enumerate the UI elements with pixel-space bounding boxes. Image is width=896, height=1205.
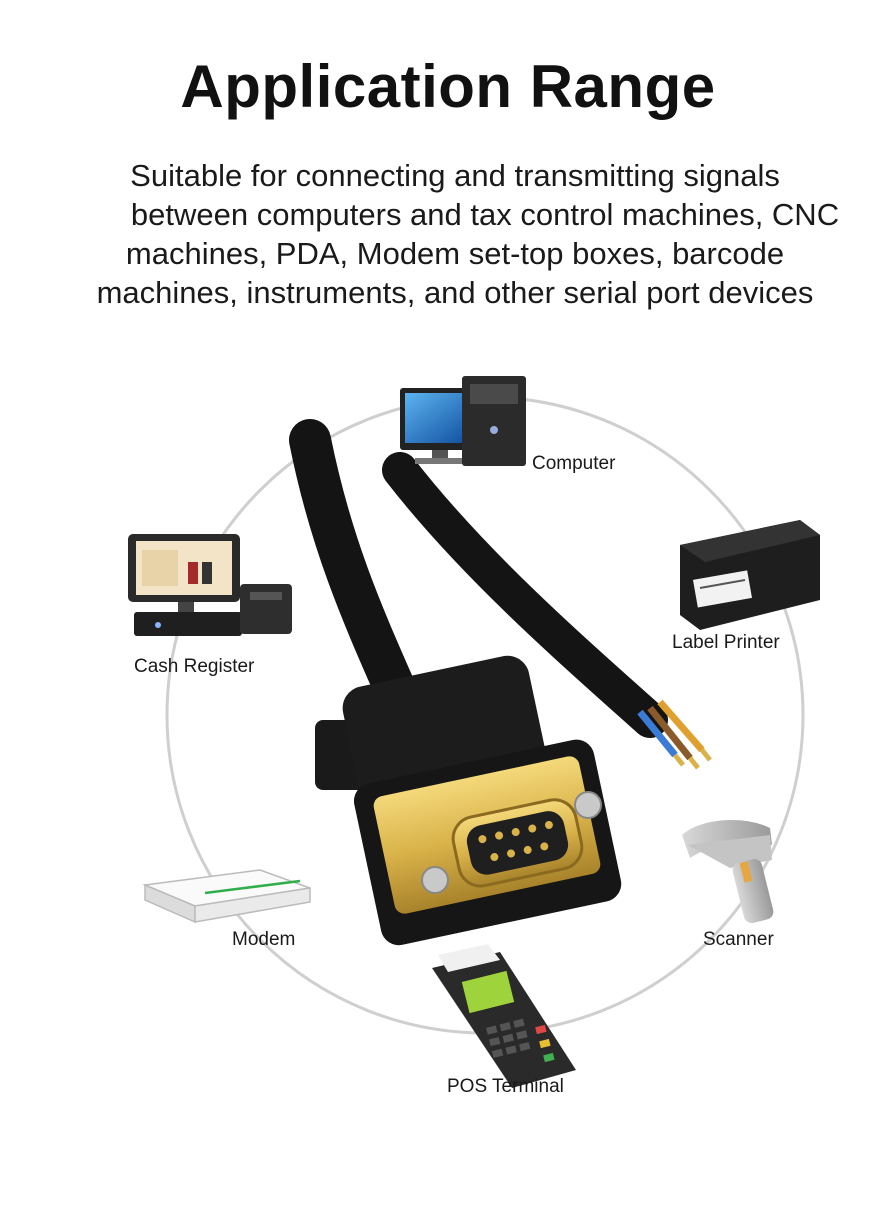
pos-terminal-icon <box>432 944 576 1088</box>
modem-icon <box>142 869 311 924</box>
diagram-graphic <box>128 376 820 1088</box>
cash-register-icon <box>128 534 292 636</box>
computer-label: Computer <box>532 453 616 474</box>
modem-label: Modem <box>232 929 296 950</box>
description-line: between computers and tax control machin… <box>130 197 840 232</box>
page-title: Application Range <box>180 53 716 120</box>
description-line: machines, instruments, and other serial … <box>96 275 814 310</box>
cable-icon <box>289 419 712 770</box>
label-printer-icon <box>680 520 820 630</box>
application-diagram: Computer Label Printer Cash Register Sca… <box>0 340 896 1200</box>
description: Suitable for connecting and transmitting… <box>60 156 850 312</box>
label-printer-label: Label Printer <box>672 632 780 653</box>
description-line: machines, PDA, Modem set-top boxes, barc… <box>125 236 785 271</box>
scanner-icon <box>682 819 774 924</box>
cash-register-label: Cash Register <box>134 656 255 677</box>
pos-terminal-label: POS Terminal <box>447 1076 564 1097</box>
db9-connector-icon <box>315 655 622 946</box>
description-line: Suitable for connecting and transmitting… <box>130 158 780 193</box>
scanner-label: Scanner <box>703 929 774 950</box>
computer-icon <box>400 376 526 466</box>
